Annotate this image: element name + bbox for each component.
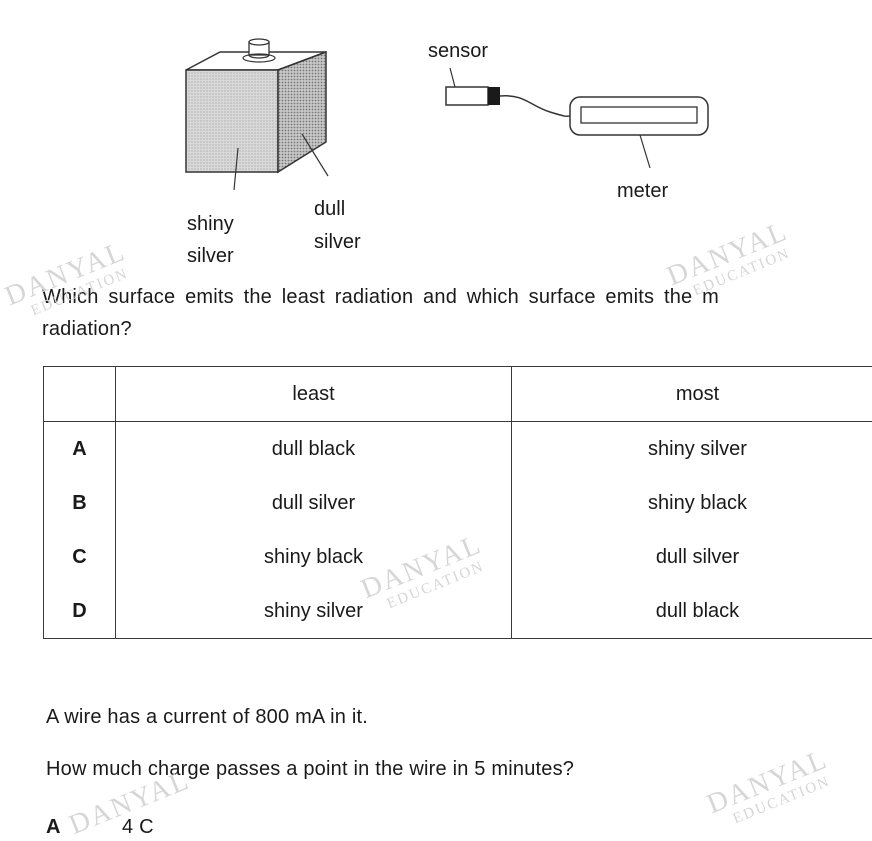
label-shiny: shiny — [187, 213, 234, 235]
option-key: C — [44, 530, 116, 584]
table-header-least: least — [116, 367, 512, 422]
label-meter: meter — [617, 180, 668, 202]
watermark: DANYAL EDUCATION — [704, 746, 838, 834]
watermark: DANYAL EDUCATION — [2, 238, 136, 326]
label-silver-1: silver — [187, 245, 234, 267]
table-row: A dull black shiny silver — [44, 422, 872, 477]
sensor-meter-diagram — [430, 60, 720, 180]
label-sensor: sensor — [428, 40, 488, 62]
label-dull-silver: dull silver — [314, 193, 361, 259]
label-silver-2: silver — [314, 231, 361, 253]
option-least: dull black — [116, 422, 512, 477]
table-header-most: most — [512, 367, 872, 422]
label-dull: dull — [314, 198, 345, 220]
option-least: shiny silver — [116, 584, 512, 639]
option-most: dull black — [512, 584, 872, 639]
table-row: B dull silver shiny black — [44, 476, 872, 530]
option-key: A — [44, 422, 116, 477]
option-most: dull silver — [512, 530, 872, 584]
label-shiny-silver: shiny silver — [187, 208, 234, 272]
answer-table: least most A dull black shiny silver B d… — [43, 366, 872, 639]
leslie-cube-diagram — [170, 30, 350, 190]
table-header-key — [44, 367, 116, 422]
option-key: D — [44, 584, 116, 639]
table-row: D shiny silver dull black — [44, 584, 872, 639]
question1-text-line1: Which surface emits the least radiation … — [42, 285, 719, 309]
watermark: DANYAL EDUCATION — [664, 218, 798, 306]
option-most: shiny black — [512, 476, 872, 530]
option-key: B — [44, 476, 116, 530]
option-most: shiny silver — [512, 422, 872, 477]
table-header-row: least most — [44, 367, 872, 422]
question2-text-line1: A wire has a current of 800 mA in it. — [46, 705, 368, 729]
question1-text-line2: radiation? — [42, 317, 132, 341]
question2-text-line2: How much charge passes a point in the wi… — [46, 757, 574, 781]
option-least: dull silver — [116, 476, 512, 530]
